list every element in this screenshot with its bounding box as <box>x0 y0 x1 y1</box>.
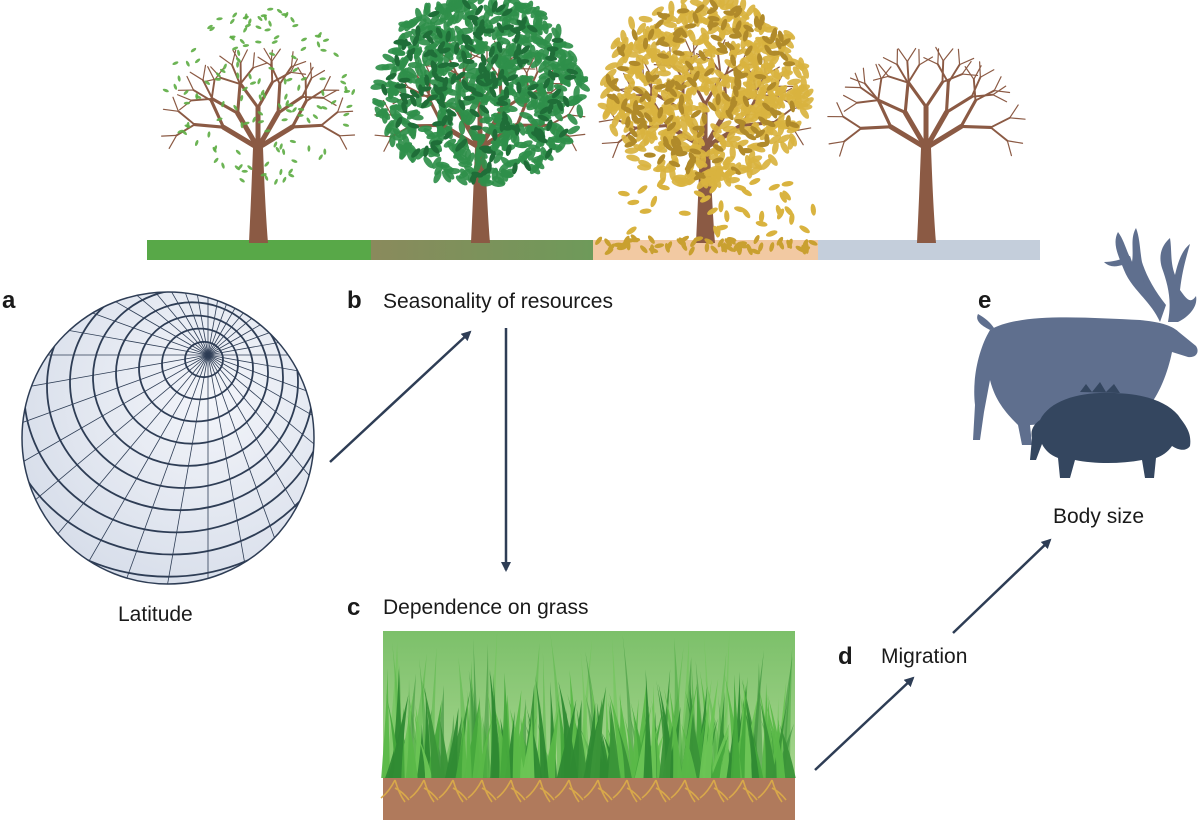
tree-autumn <box>597 0 814 243</box>
summer-ground <box>371 240 593 260</box>
arrow-c-to-d <box>814 676 915 771</box>
caption-body-size: Body size <box>1053 505 1145 528</box>
panel-letter-c: c <box>347 594 361 621</box>
caption-latitude: Latitude <box>118 603 193 626</box>
arrow-a-to-b <box>329 330 472 463</box>
fallen-leaves <box>595 168 818 256</box>
spring-ground <box>147 240 371 260</box>
tree-spring <box>161 7 356 243</box>
panel-letter-a: a <box>2 287 16 314</box>
causal-arrows <box>329 328 1052 771</box>
soil <box>383 777 795 820</box>
boar-silhouette <box>1030 382 1191 478</box>
caption-seasonality: Seasonality of resources <box>383 290 613 313</box>
tree-summer <box>370 0 590 243</box>
winter-ground <box>818 240 1040 260</box>
panel-letter-e: e <box>978 287 992 314</box>
caption-migration: Migration <box>881 645 968 668</box>
arrow-d-to-e <box>952 538 1052 634</box>
caption-dependence-on-grass: Dependence on grass <box>383 596 589 619</box>
season-ground-strip <box>147 240 1040 260</box>
panel-letter-d: d <box>838 643 853 670</box>
tree-winter <box>827 46 1026 243</box>
grass-illustration <box>380 631 796 820</box>
panel-letter-b: b <box>347 287 362 314</box>
